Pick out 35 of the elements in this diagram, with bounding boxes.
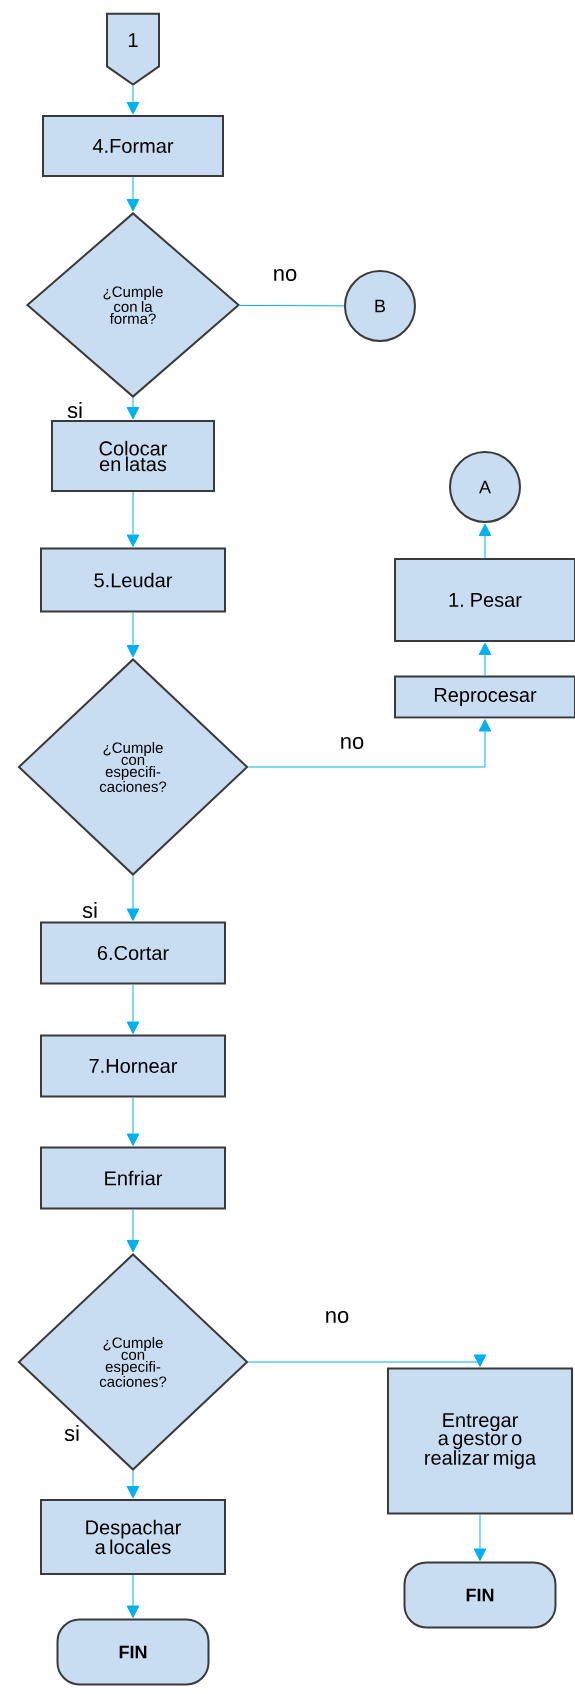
process-box: Despachar a locales bbox=[40, 1499, 226, 1575]
arrow bbox=[126, 984, 140, 1034]
process-box: Entregar a gestor o realizar miga bbox=[387, 1367, 573, 1515]
edge-label: no bbox=[338, 736, 366, 751]
arrow bbox=[126, 85, 140, 115]
edge-label: si bbox=[66, 400, 84, 420]
edge-label: si bbox=[63, 1423, 81, 1443]
process-box: Enfriar bbox=[40, 1146, 226, 1210]
terminal-box: FIN bbox=[56, 1618, 210, 1686]
arrow bbox=[473, 1514, 487, 1561]
arrow bbox=[126, 612, 140, 658]
arrow bbox=[126, 491, 140, 547]
edge-label: no bbox=[271, 268, 299, 283]
arrow bbox=[126, 875, 140, 921]
process-box: 4.Formar bbox=[42, 115, 224, 177]
process-box: Colocar en latas bbox=[51, 420, 215, 492]
process-box: 5.Leudar bbox=[40, 547, 226, 613]
off-page-connector: 1 bbox=[106, 12, 160, 86]
arrow bbox=[478, 642, 492, 676]
arrow bbox=[478, 523, 492, 559]
process-box: 1. Pesar bbox=[394, 558, 575, 642]
edge-label: no bbox=[323, 1310, 351, 1325]
terminal-box: FIN bbox=[403, 1561, 557, 1629]
arrow bbox=[248, 719, 492, 768]
process-box: 6.Cortar bbox=[40, 921, 226, 985]
edge-label: si bbox=[81, 900, 99, 920]
arrow bbox=[248, 1354, 487, 1367]
arrow bbox=[126, 1574, 140, 1618]
arrow bbox=[126, 1097, 140, 1146]
process-box: 7.Hornear bbox=[40, 1034, 226, 1098]
process-box: Reprocesar bbox=[394, 675, 575, 719]
arrow bbox=[126, 1470, 140, 1499]
arrow bbox=[126, 176, 140, 212]
arrow bbox=[126, 397, 140, 420]
arrow bbox=[126, 1209, 140, 1253]
